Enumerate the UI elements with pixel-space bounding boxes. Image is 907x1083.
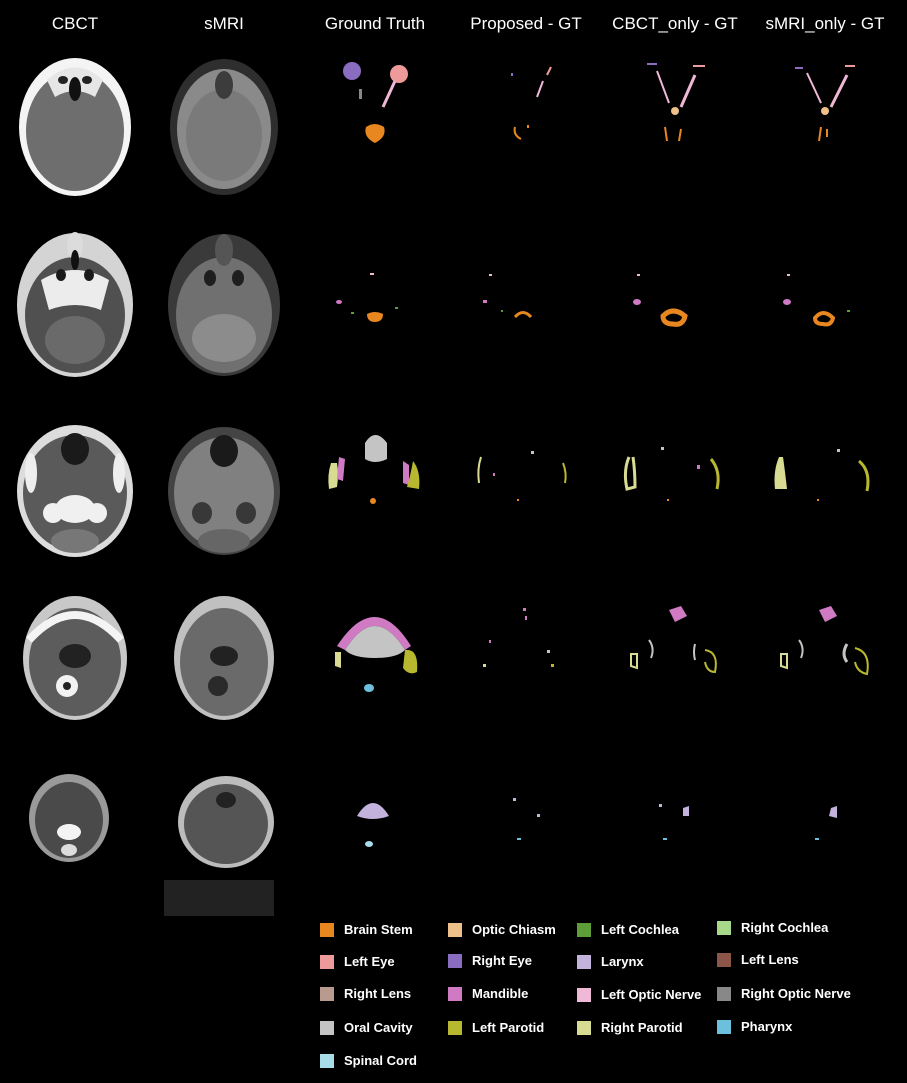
ground-truth-image: [301, 770, 449, 945]
legend-swatch: [448, 1021, 462, 1035]
cbct-only-diff-image: [601, 770, 749, 945]
proposed-diff-image: [451, 413, 599, 588]
smri-image: [150, 45, 298, 220]
smri-only-diff-image: [751, 596, 899, 771]
legend-swatch: [448, 923, 462, 937]
proposed-diff-image: [451, 45, 599, 220]
legend-label: Right Parotid: [601, 1020, 683, 1035]
legend-swatch: [717, 953, 731, 967]
legend-label: Left Parotid: [472, 1020, 545, 1035]
legend-swatch: [577, 923, 591, 937]
proposed-diff-image: [451, 596, 599, 771]
grid-row-4: [0, 596, 907, 771]
smri-only-diff-image: [751, 45, 899, 220]
column-header-smri-only-gt: sMRI_only - GT: [765, 14, 885, 33]
cbct-image: [1, 220, 149, 395]
legend-swatch: [448, 987, 462, 1001]
legend-swatch: [320, 955, 334, 969]
smri-image: [150, 596, 298, 771]
column-header-smri: sMRI: [204, 14, 244, 33]
column-header-cbct: CBCT: [51, 14, 99, 33]
legend-label: Pharynx: [741, 1019, 793, 1034]
legend-label: Right Optic Nerve: [741, 986, 851, 1001]
cbct-only-diff-image: [601, 45, 749, 220]
legend-swatch: [717, 1020, 731, 1034]
legend-label: Left Lens: [741, 952, 799, 967]
column-header-proposed-gt: Proposed - GT: [470, 14, 582, 33]
column-header-cbct-only-gt: CBCT_only - GT: [612, 14, 738, 33]
cbct-only-diff-image: [601, 220, 749, 395]
smri-only-diff-image: [751, 770, 899, 945]
grid-row-5: [0, 770, 907, 945]
legend-label: Left Eye: [344, 954, 395, 969]
legend-label: Right Eye: [472, 953, 532, 968]
ground-truth-image: [301, 45, 449, 220]
cbct-image: [1, 596, 149, 771]
smri-image: [150, 220, 298, 395]
cbct-image: [1, 45, 149, 220]
proposed-diff-image: [451, 220, 599, 395]
ground-truth-image: [301, 220, 449, 395]
legend-label: Left Cochlea: [601, 922, 680, 937]
proposed-diff-image: [451, 770, 599, 945]
smri-only-diff-image: [751, 413, 899, 588]
legend-swatch: [717, 921, 731, 935]
smri-image: [150, 413, 298, 588]
legend-swatch: [320, 987, 334, 1001]
legend-swatch: [717, 987, 731, 1001]
smri-image: [150, 770, 298, 945]
grid-row-1: [0, 45, 907, 220]
legend-label: Spinal Cord: [344, 1053, 417, 1068]
legend-swatch: [320, 923, 334, 937]
cbct-image: [1, 770, 149, 945]
legend-swatch: [577, 1021, 591, 1035]
cbct-image: [1, 413, 149, 588]
legend-swatch: [320, 1021, 334, 1035]
legend-label: Larynx: [601, 954, 644, 969]
legend-label: Right Lens: [344, 986, 412, 1001]
ground-truth-image: [301, 596, 449, 771]
cbct-only-diff-image: [601, 413, 749, 588]
cbct-only-diff-image: [601, 596, 749, 771]
legend-swatch: [577, 955, 591, 969]
legend-swatch: [320, 1054, 334, 1068]
legend-label: Brain Stem: [344, 922, 413, 937]
ground-truth-image: [301, 413, 449, 588]
legend-label: Left Optic Nerve: [601, 987, 702, 1002]
legend-label: Mandible: [472, 986, 529, 1001]
smri-only-diff-image: [751, 220, 899, 395]
legend-label: Optic Chiasm: [472, 922, 556, 937]
legend-swatch: [448, 954, 462, 968]
grid-row-3: [0, 413, 907, 588]
legend-label: Oral Cavity: [344, 1020, 413, 1035]
grid-row-2: [0, 220, 907, 395]
legend-swatch: [577, 988, 591, 1002]
column-header-ground-truth: Ground Truth: [324, 14, 426, 33]
legend-label: Right Cochlea: [741, 920, 829, 935]
